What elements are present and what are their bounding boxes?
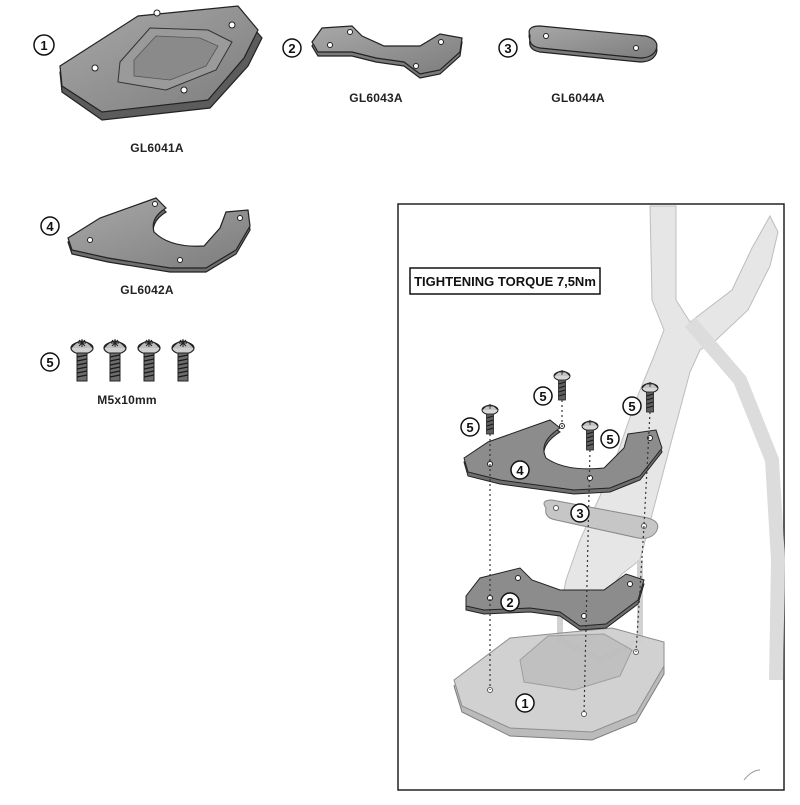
part-2-code: GL6043A (349, 91, 403, 105)
callout-3: 3 (570, 503, 590, 523)
screw-icon (70, 338, 94, 382)
part-3-code: GL6044A (551, 91, 605, 105)
svg-text:5: 5 (539, 389, 546, 404)
svg-text:2: 2 (506, 595, 513, 610)
part-1-badge: 1 (33, 34, 55, 56)
part-4-code: GL6042A (120, 283, 174, 297)
part-2-bracket (311, 25, 463, 79)
part-5-code: M5x10mm (97, 393, 156, 407)
callout-5c: 5 (600, 429, 620, 449)
torque-label-box: TIGHTENING TORQUE 7,5Nm (409, 267, 601, 295)
torque-label: TIGHTENING TORQUE 7,5Nm (414, 274, 596, 289)
screw-icon (103, 338, 127, 382)
svg-text:3: 3 (576, 506, 583, 521)
part-3-number: 3 (504, 41, 511, 56)
part-2-badge: 2 (282, 38, 302, 58)
callout-1: 1 (515, 693, 535, 713)
svg-text:5: 5 (606, 432, 613, 447)
callout-2: 2 (500, 592, 520, 612)
part-1-plate (59, 5, 263, 121)
part-5-screws (70, 338, 195, 382)
callout-5b: 5 (533, 386, 553, 406)
part-5-badge: 5 (40, 352, 60, 372)
part-2-number: 2 (288, 41, 295, 56)
part-1-code: GL6041A (130, 141, 184, 155)
callout-badges: 5 5 5 5 4 3 2 1 (460, 386, 642, 713)
svg-text:4: 4 (516, 463, 524, 478)
callout-4: 4 (510, 460, 530, 480)
part-4-number: 4 (46, 219, 54, 234)
callout-5d: 5 (622, 396, 642, 416)
assembly-part-1 (453, 627, 665, 741)
part-5-number: 5 (46, 355, 53, 370)
part-4-bracket (67, 197, 251, 273)
part-4-badge: 4 (40, 216, 60, 236)
alignment-lines (489, 400, 651, 715)
part-1-number: 1 (40, 38, 47, 53)
part-3-badge: 3 (498, 38, 518, 58)
callout-5a: 5 (460, 417, 480, 437)
svg-text:5: 5 (628, 399, 635, 414)
part-3-strip (528, 25, 658, 63)
screw-icon (137, 338, 161, 382)
svg-text:5: 5 (466, 420, 473, 435)
svg-text:1: 1 (521, 696, 528, 711)
screw-icon (171, 338, 195, 382)
